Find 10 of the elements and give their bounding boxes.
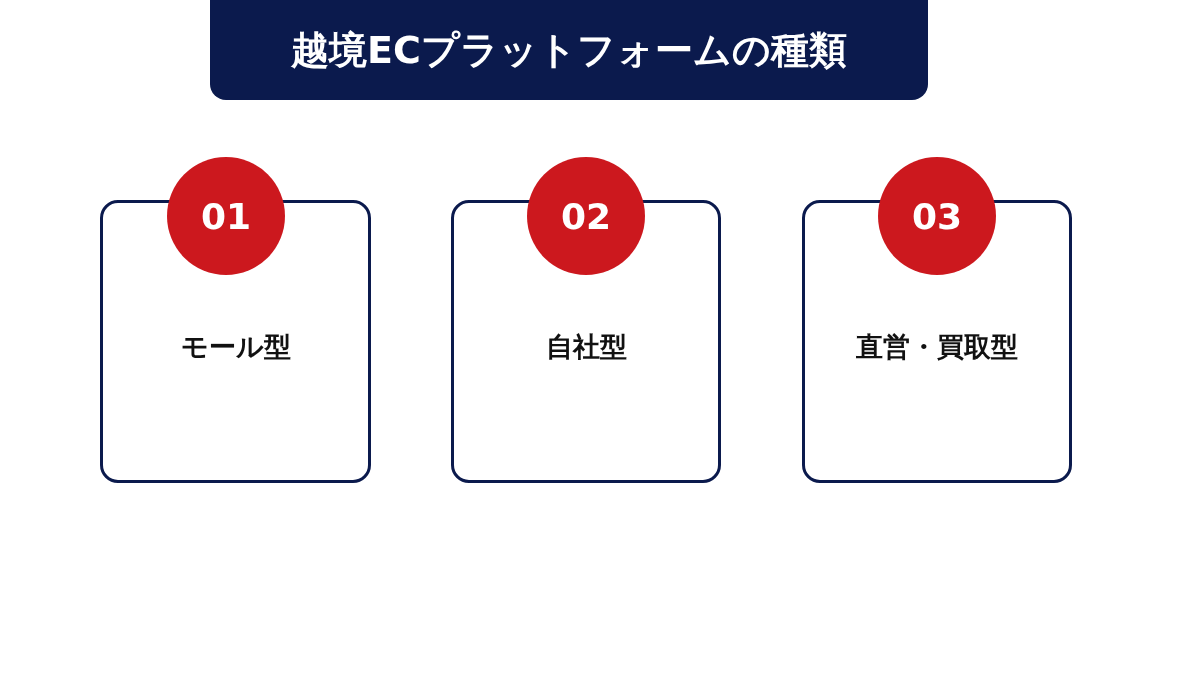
category-label: 自社型 bbox=[545, 329, 627, 364]
step-number: 01 bbox=[200, 195, 252, 237]
step-number: 03 bbox=[911, 195, 963, 237]
category-card bbox=[451, 200, 721, 483]
step-number: 02 bbox=[560, 195, 612, 237]
title-text: 越境ECプラットフォームの種類 bbox=[291, 26, 847, 74]
category-card bbox=[100, 200, 371, 483]
category-label: 直営・買取型 bbox=[856, 329, 1018, 364]
category-card bbox=[802, 200, 1072, 483]
category-label: モール型 bbox=[180, 329, 291, 364]
